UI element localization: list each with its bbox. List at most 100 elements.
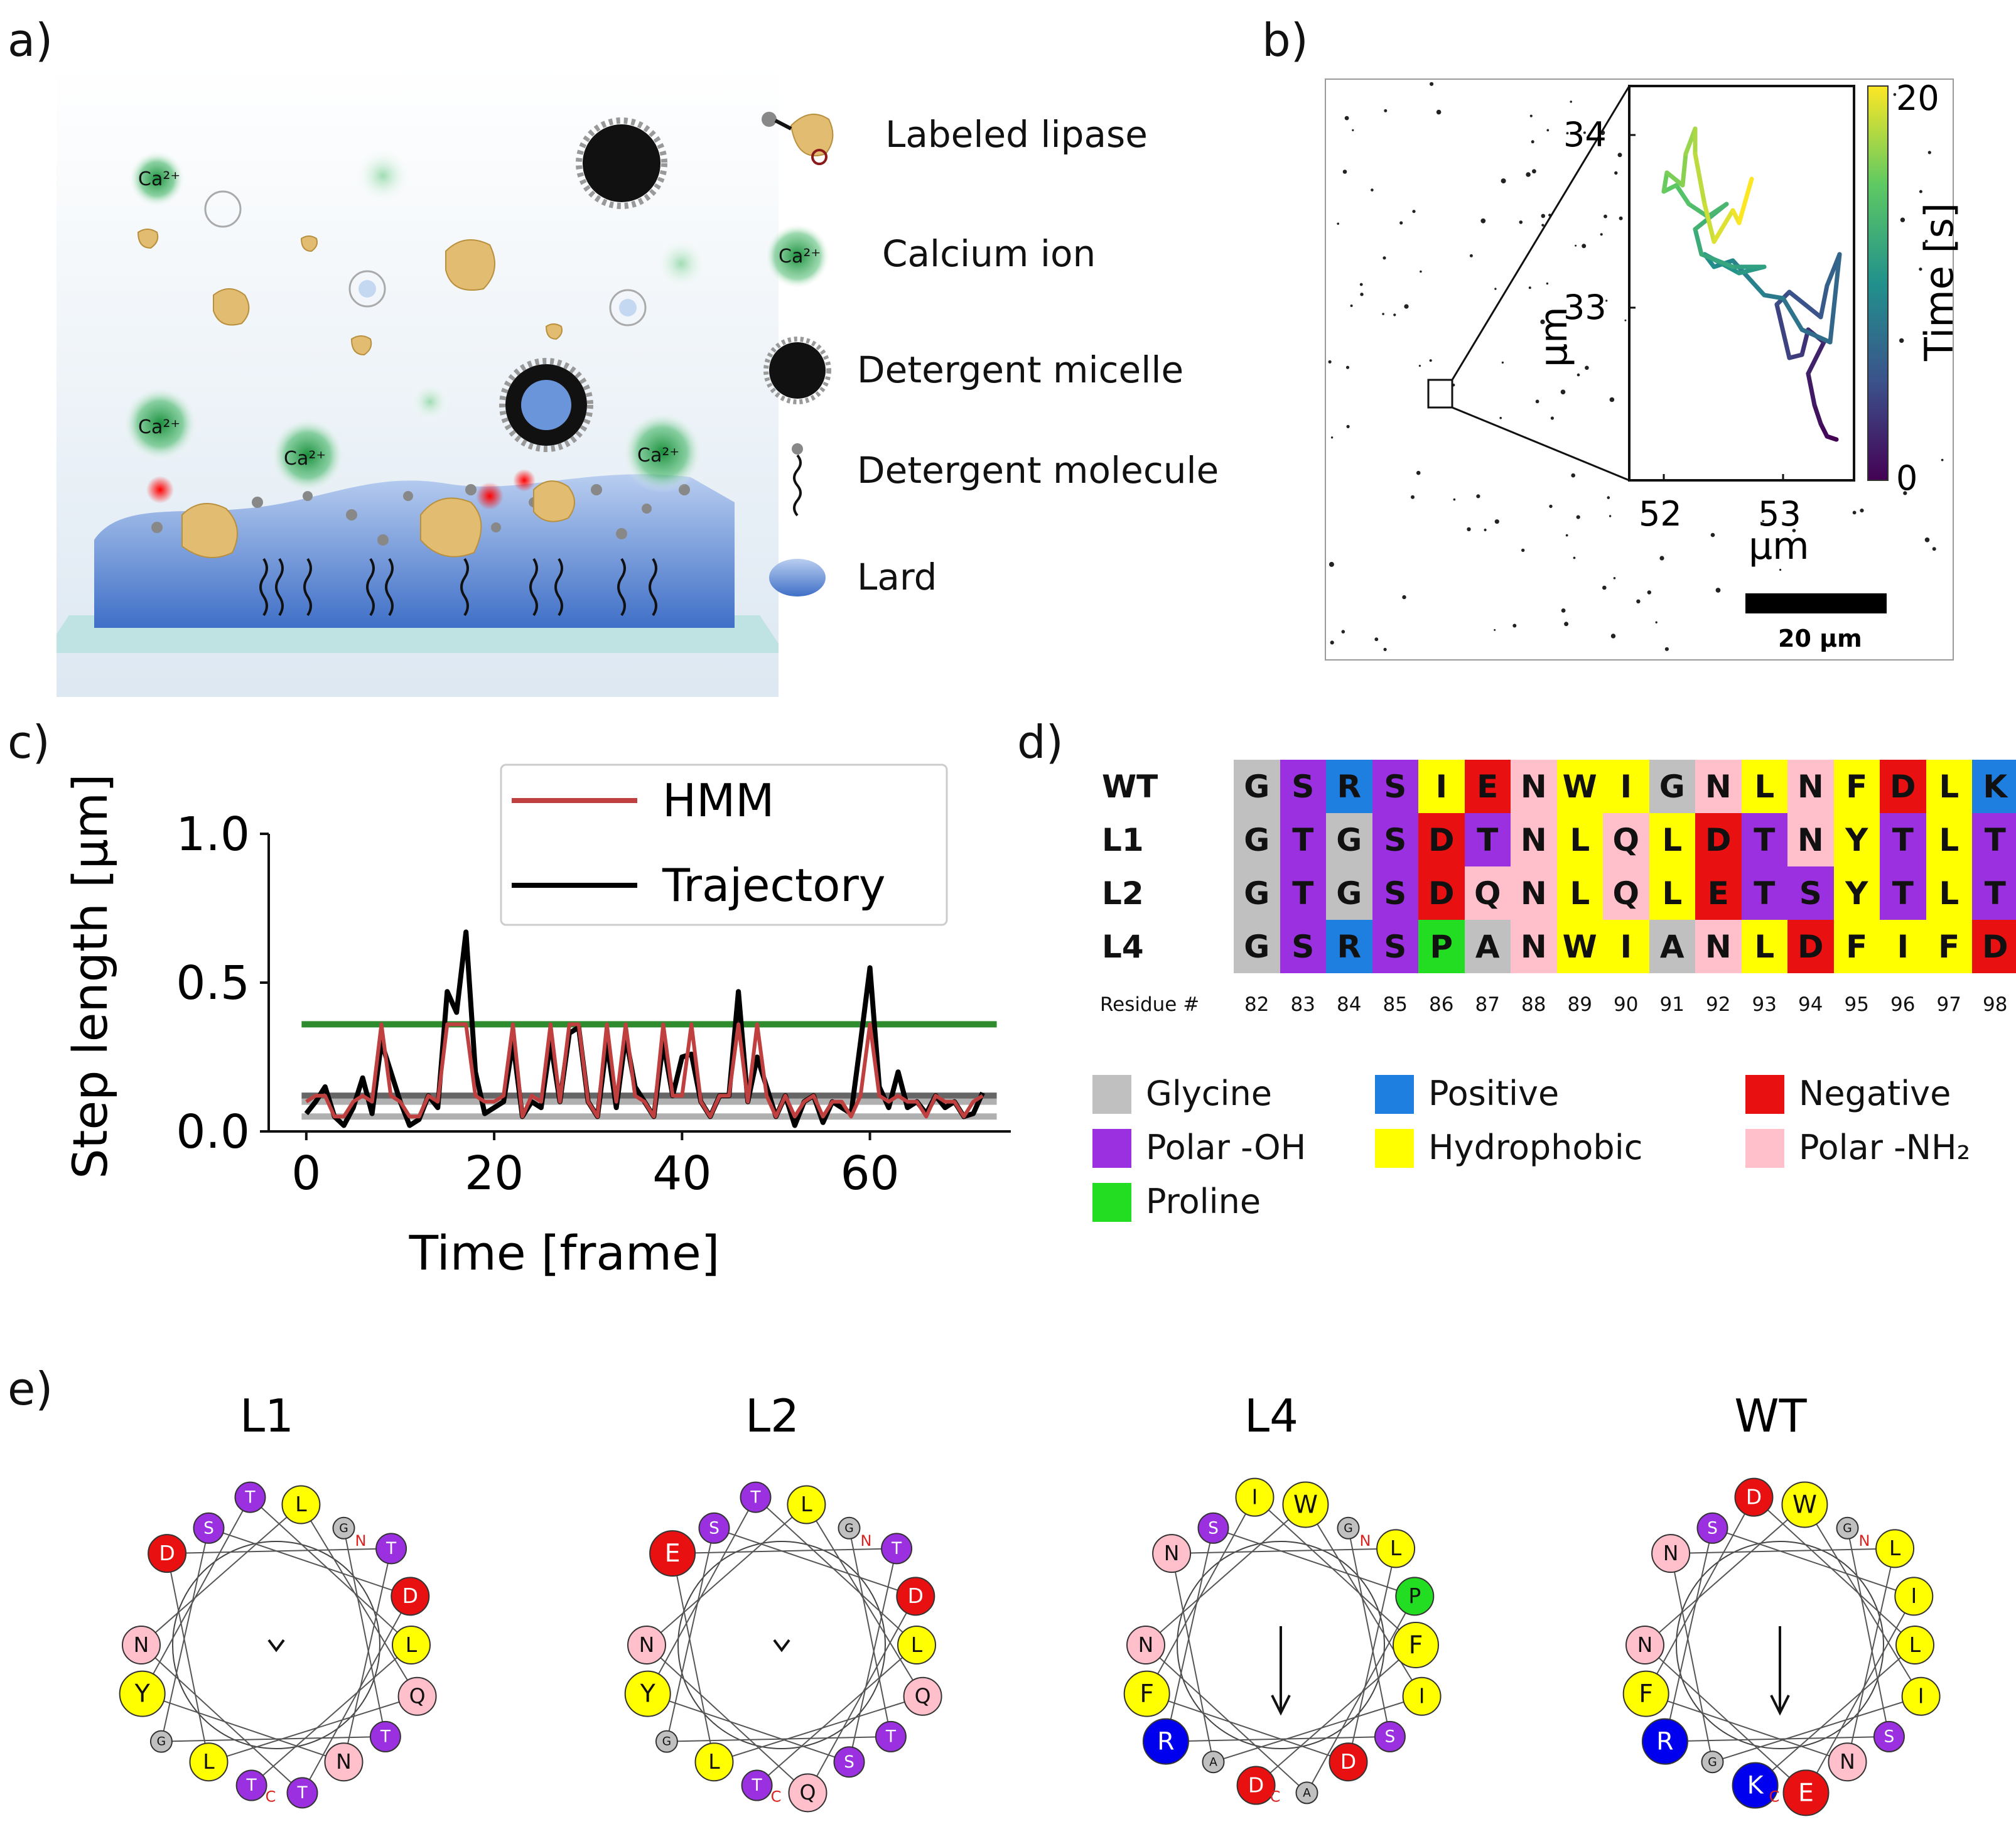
speckle [1571, 473, 1575, 478]
wheel-residue [881, 1533, 913, 1565]
wheel-residue [122, 1626, 161, 1664]
wheel-residue-letter: N [336, 1749, 352, 1774]
wheel-residue [624, 1670, 671, 1717]
speckle [1342, 170, 1347, 174]
wheel-residue [833, 1746, 865, 1778]
residue-cell: W [1556, 760, 1603, 813]
wheel-link [1254, 1496, 1416, 1646]
wheel-link [647, 1497, 757, 1695]
wheel-link [167, 1548, 392, 1555]
speckle [1337, 222, 1339, 225]
y-tick-label: 0.0 [176, 1105, 250, 1159]
legend-a-icons: Ca²⁺ [762, 112, 834, 596]
speckle [1585, 365, 1589, 370]
wheel-link [807, 1595, 917, 1793]
residue-cell: N [1695, 760, 1742, 813]
wheel-link [1146, 1497, 1256, 1695]
wheel-residue [649, 1530, 696, 1577]
speckle [1655, 621, 1658, 623]
residue-cell: K [1972, 760, 2016, 813]
series-line-hmm [305, 1022, 984, 1119]
speckle [1528, 286, 1531, 289]
wheel-residue [391, 1577, 430, 1616]
wheel-link [301, 1595, 411, 1793]
wheel-residue-letter: T [246, 1776, 257, 1795]
residue-cell: T [1280, 813, 1326, 866]
legend-swatch [1375, 1129, 1414, 1168]
wheel-residue [1236, 1766, 1276, 1805]
speckle [1359, 283, 1363, 286]
inset-xtick-53: 53 [1758, 494, 1801, 534]
wheel-residue-letter: N [1637, 1632, 1653, 1657]
residue-cell: S [1372, 813, 1418, 866]
wheel-residue-letter: A [1209, 1756, 1217, 1769]
residue-cell: L [1649, 813, 1695, 866]
speckle [1860, 509, 1864, 513]
lard-icon [769, 559, 826, 596]
residue-cell: P [1418, 920, 1465, 973]
speckle [1383, 647, 1387, 651]
residue-cell: I [1603, 920, 1649, 973]
wheel-residue-letter: T [244, 1487, 256, 1507]
residue-cell: L [1926, 813, 1972, 866]
wheel-link [1213, 1527, 1415, 1597]
wheel-residue [875, 1720, 907, 1752]
wheel-link [647, 1693, 849, 1763]
wheel-residue-letter: I [1419, 1684, 1425, 1708]
speckle [1399, 221, 1403, 225]
legend-label: Hydrophobic [1428, 1128, 1643, 1167]
n-terminus-label: N [1360, 1532, 1371, 1550]
wheel-residue-letter: L [800, 1492, 812, 1516]
residue-number: 90 [1614, 993, 1639, 1016]
residue-number: 96 [1890, 993, 1916, 1016]
wheel-residue [149, 1730, 173, 1753]
wheel-residue-letter: Y [134, 1680, 151, 1708]
wheel-residue [896, 1577, 935, 1616]
wheel-title: L4 [1244, 1389, 1298, 1442]
residue-cell: I [1418, 760, 1465, 813]
residue-cell: Q [1603, 813, 1649, 866]
speckle [1484, 528, 1487, 532]
residue-number: 89 [1567, 993, 1592, 1016]
wheel-residue [788, 1773, 827, 1813]
speckle [1647, 590, 1651, 595]
wheel-residue [1295, 1781, 1318, 1805]
legend-swatch [1745, 1075, 1784, 1114]
scalebar-label: 20 µm [1778, 625, 1862, 652]
speckle [1469, 254, 1473, 257]
speckle [1573, 556, 1576, 559]
wheel-residue [838, 1516, 861, 1540]
residue-cell: S [1280, 920, 1326, 973]
residue-cell: R [1326, 760, 1372, 813]
wheel-residue [1873, 1720, 1905, 1752]
trajectory-segment [1699, 252, 1735, 269]
wheel-residue-letter: T [885, 1727, 897, 1747]
seq-row-label: L2 [1102, 875, 1144, 912]
wheel-link [848, 1548, 898, 1762]
ca-label-1: Ca²⁺ [138, 168, 180, 190]
residue-number: 98 [1983, 993, 2008, 1016]
wheel-link [756, 1644, 917, 1786]
residue-cell: D [1787, 920, 1834, 973]
detergent-micelle-icon [763, 337, 831, 404]
wheel-residue [1894, 1577, 1934, 1616]
residue-cell: T [1972, 813, 2016, 866]
residue-cell: L [1741, 760, 1787, 813]
inset-xtick-52: 52 [1639, 494, 1682, 534]
wheel-residue-letter: D [1746, 1484, 1762, 1509]
wheel-link [848, 1528, 892, 1737]
wheel-link [1754, 1644, 1916, 1786]
wheel-link [1165, 1528, 1214, 1742]
speckle [1560, 389, 1566, 395]
wheel-residue-letter: D [1248, 1772, 1264, 1797]
residue-cell: G [1326, 813, 1372, 866]
trajectory-segment [1774, 302, 1792, 360]
speckle [1420, 270, 1422, 273]
wheel-link [208, 1527, 411, 1597]
wheel-link [1171, 1553, 1214, 1762]
wheel-residue [281, 1485, 321, 1524]
wheel-residue [119, 1670, 166, 1717]
speckle [1374, 637, 1379, 642]
legend-label: Negative [1799, 1074, 1951, 1113]
wheel-residue [897, 1626, 936, 1664]
